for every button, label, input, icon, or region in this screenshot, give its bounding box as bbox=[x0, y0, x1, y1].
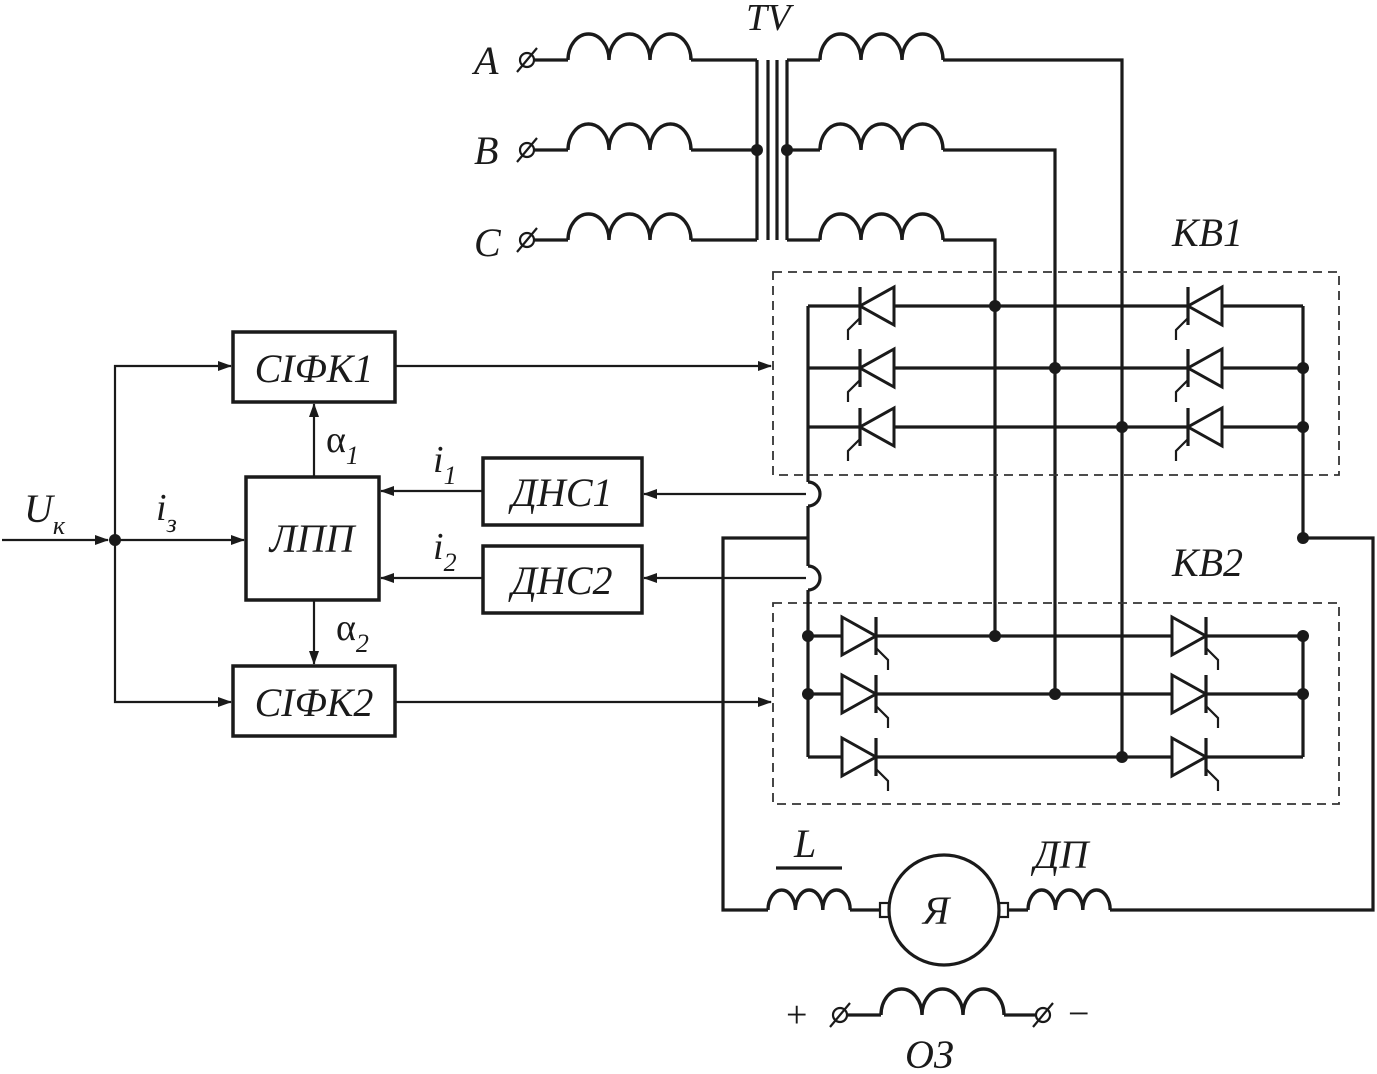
kv1-thyristor-1 bbox=[846, 284, 896, 340]
kv2-thyristor-4 bbox=[1170, 614, 1220, 670]
label-inductor: L bbox=[793, 821, 816, 866]
kv1-thyristor-4 bbox=[1174, 284, 1224, 340]
inductor-l bbox=[766, 888, 852, 911]
svg-text:i2: i2 bbox=[433, 526, 457, 577]
kv1-thyristor-5 bbox=[1174, 346, 1224, 402]
label-i1: i1 bbox=[433, 439, 457, 490]
block-dns1: ДНС1 bbox=[481, 456, 644, 527]
secondary-coil-b bbox=[818, 122, 945, 151]
svg-text:СІФК2: СІФК2 bbox=[255, 680, 374, 725]
kv2-thyristor-1 bbox=[840, 614, 890, 670]
label-i2: i2 bbox=[433, 526, 457, 577]
primary-coil-a bbox=[566, 32, 693, 61]
converter-kv1 bbox=[772, 271, 1340, 538]
primary-coil-b bbox=[566, 122, 693, 151]
label-minus: − bbox=[1068, 993, 1089, 1035]
svg-text:i1: i1 bbox=[433, 439, 457, 490]
secondary-coil-a bbox=[818, 32, 945, 61]
label-phase-a: A bbox=[471, 38, 499, 83]
converter-kv2 bbox=[772, 600, 1340, 805]
secondary-coil-c bbox=[818, 212, 945, 241]
label-phase-b: B bbox=[474, 128, 498, 173]
transformer-tv bbox=[516, 32, 1124, 757]
field-winding bbox=[829, 987, 1054, 1028]
primary-coil-c bbox=[566, 212, 693, 241]
interpole-winding bbox=[1026, 888, 1112, 911]
kv2-thyristor-3 bbox=[840, 735, 890, 791]
label-interpole: ДП bbox=[1030, 832, 1090, 877]
kv1-thyristor-3 bbox=[846, 405, 896, 461]
label-kv2: КВ2 bbox=[1171, 540, 1243, 585]
label-input-signal: Uк bbox=[24, 486, 66, 540]
label-setpoint-current: iз bbox=[156, 487, 177, 538]
label-phase-c: C bbox=[474, 220, 502, 265]
kv1-frame bbox=[772, 271, 1340, 476]
svg-text:α1: α1 bbox=[326, 419, 359, 470]
kv2-thyristor-2 bbox=[840, 672, 890, 728]
label-transformer: TV bbox=[746, 0, 794, 39]
label-plus: + bbox=[786, 994, 807, 1036]
block-lpp: ЛПП bbox=[244, 475, 381, 602]
label-field-winding: ОЗ bbox=[905, 1032, 954, 1074]
svg-text:ДНС1: ДНС1 bbox=[507, 470, 612, 515]
kv1-thyristor-6 bbox=[1174, 405, 1224, 461]
control-wiring bbox=[2, 361, 806, 707]
svg-text:iз: iз bbox=[156, 487, 177, 538]
block-dns2: ДНС2 bbox=[481, 544, 644, 615]
svg-text:СІФК1: СІФК1 bbox=[255, 346, 374, 391]
label-alpha1: α1 bbox=[326, 419, 359, 470]
svg-text:ДНС2: ДНС2 bbox=[507, 558, 612, 603]
kv2-thyristor-6 bbox=[1170, 735, 1220, 791]
dc-motor-circuit bbox=[721, 532, 1375, 967]
label-kv1: КВ1 bbox=[1171, 210, 1243, 255]
block-sifk1: СІФК1 bbox=[231, 330, 397, 404]
kv2-thyristor-5 bbox=[1170, 672, 1220, 728]
label-armature: Я bbox=[921, 888, 952, 933]
svg-text:Uк: Uк bbox=[24, 486, 66, 540]
svg-text:α2: α2 bbox=[336, 607, 369, 658]
block-sifk2: СІФК2 bbox=[231, 664, 397, 738]
kv1-thyristor-2 bbox=[846, 346, 896, 402]
kv2-frame bbox=[772, 602, 1340, 805]
current-sensors bbox=[806, 476, 822, 600]
label-alpha2: α2 bbox=[336, 607, 369, 658]
svg-text:ЛПП: ЛПП bbox=[268, 516, 357, 561]
terminal-minus bbox=[1032, 1002, 1054, 1028]
